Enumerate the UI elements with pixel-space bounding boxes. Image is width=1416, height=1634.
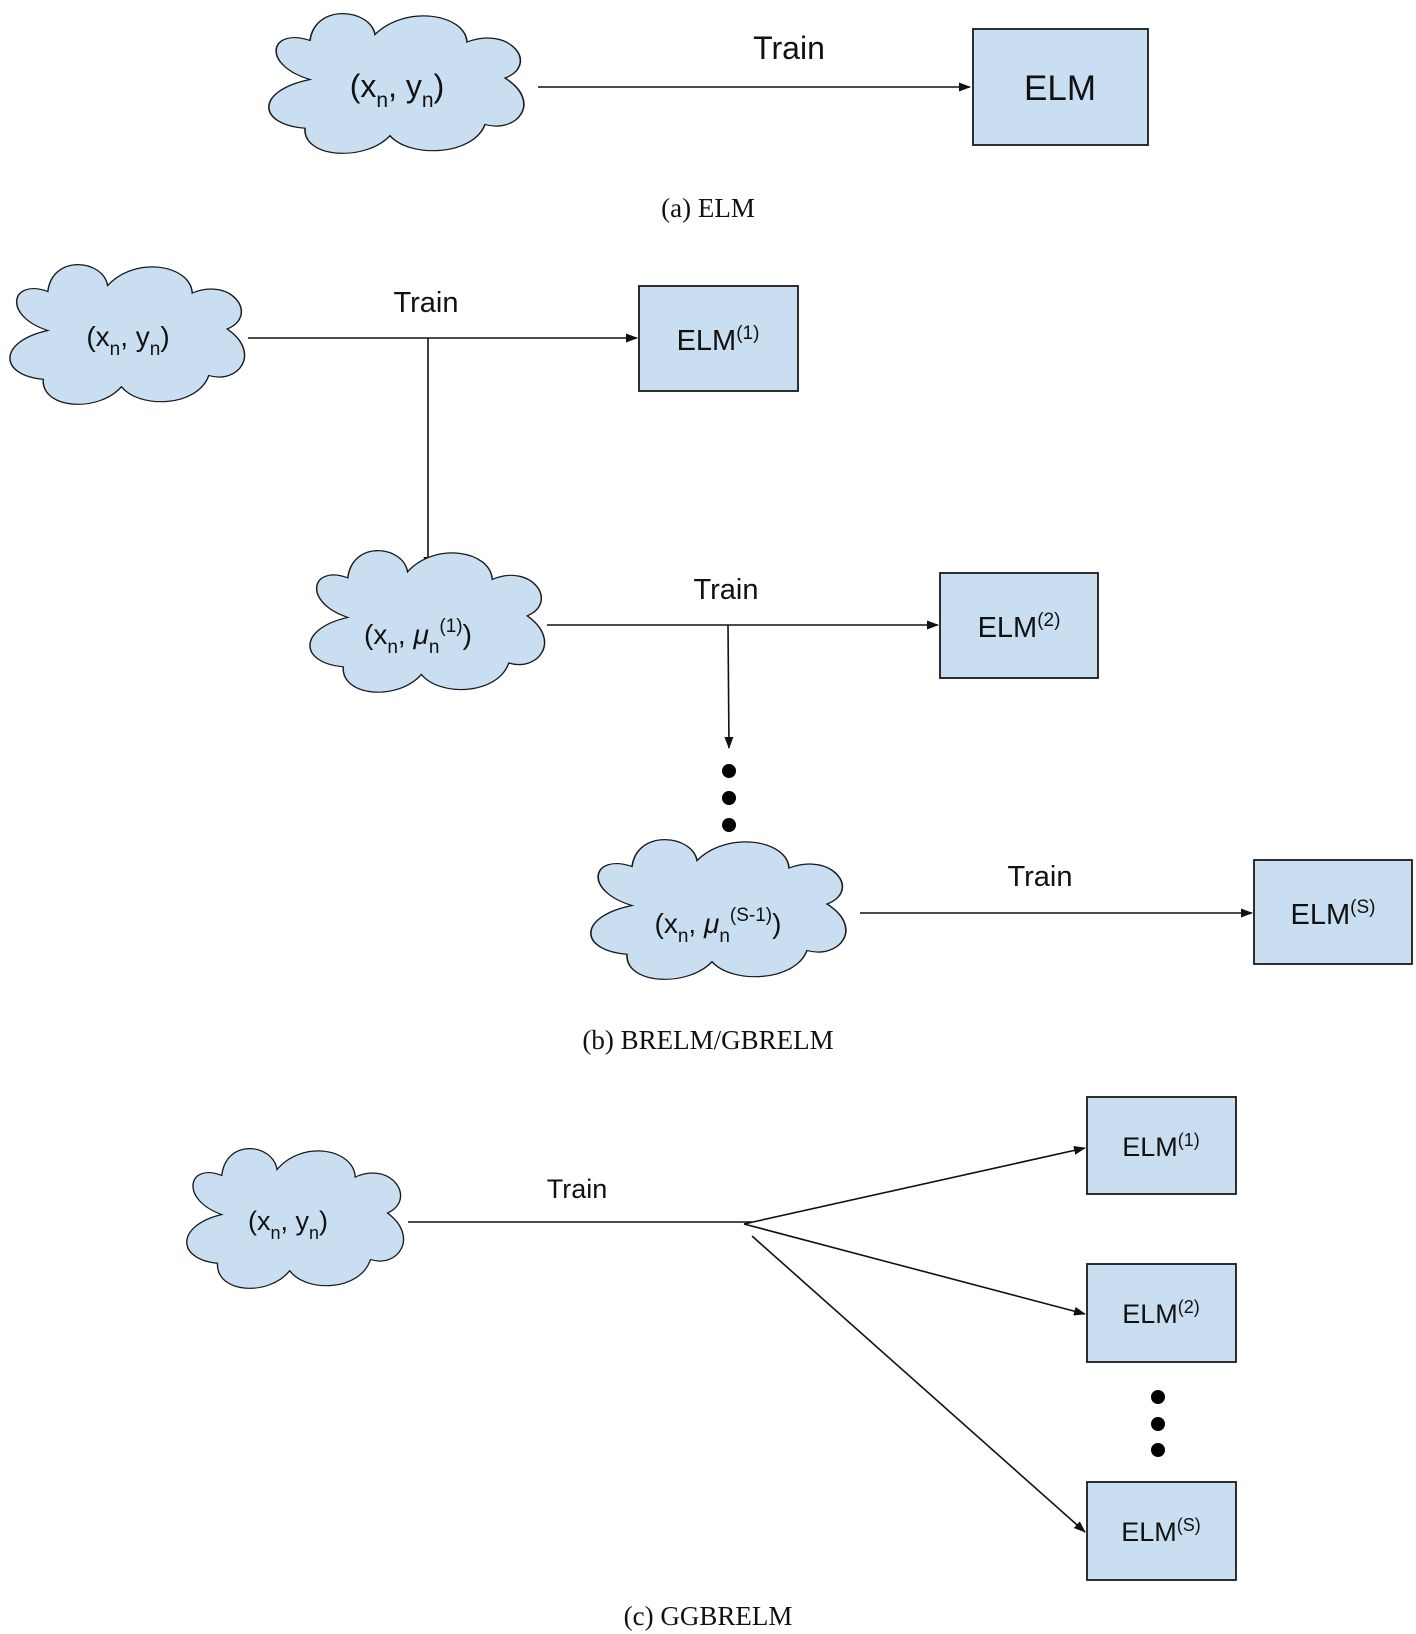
panel-b-elm-s-label: ELM(S) — [1291, 897, 1376, 931]
panel-c-ellipsis-dot — [1151, 1417, 1165, 1431]
panel-c: (xn, yn) Train ELM(1) ELM(2) ELM(S) (c) … — [186, 1096, 1237, 1631]
panel-a-source-label: (xn, yn) — [350, 68, 444, 112]
panel-b-stage2-label: (xn, μn(1)) — [364, 616, 472, 658]
panel-c-elm-2-box — [1086, 1263, 1237, 1363]
panel-b-caption: (b) BRELM/GBRELM — [582, 1025, 833, 1055]
panel-b-ellipsis-dot — [722, 791, 736, 805]
panel-c-source-label: (xn, yn) — [248, 1206, 328, 1243]
panel-b: (xn, yn) Train ELM(1) (xn, μn(1)) Train … — [9, 263, 1413, 1055]
panel-b-stage-s-label: (xn, μn(S-1)) — [655, 905, 782, 947]
panel-a-caption: (a) ELM — [661, 193, 755, 223]
panel-b-ellipsis-dot — [722, 764, 736, 778]
panel-c-elm-s-label: ELM(S) — [1121, 1515, 1201, 1547]
panel-c-fan-arrow-s — [751, 1235, 1086, 1533]
panel-b-elm-2-label: ELM(2) — [978, 610, 1061, 644]
panel-b-train-label-2: Train — [694, 574, 759, 606]
panel-b-down-arrow-2 — [724, 624, 734, 749]
panel-c-ellipsis-dot — [1151, 1390, 1165, 1404]
panel-c-ellipsis-dot — [1151, 1443, 1165, 1457]
panel-a-elm-label: ELM — [1024, 69, 1096, 108]
panel-b-elm-2-box — [939, 572, 1099, 679]
panel-c-elm-1-box — [1086, 1096, 1237, 1195]
panel-b-source-label: (xn, yn) — [86, 321, 169, 360]
panel-c-caption: (c) GGBRELM — [624, 1601, 793, 1631]
panel-b-train-label-1: Train — [394, 287, 459, 319]
panel-c-fan-arrow-1 — [743, 1146, 1086, 1225]
panel-b-train-label-s: Train — [1008, 861, 1073, 893]
panel-a: (xn, yn) Train ELM (a) ELM — [268, 12, 1149, 223]
panel-c-elm-s-box — [1086, 1481, 1237, 1581]
panel-b-elm-1-label: ELM(1) — [677, 323, 760, 357]
panel-a-train-label: Train — [753, 30, 825, 66]
panel-c-fan-arrow-2 — [743, 1223, 1086, 1316]
panel-b-elm-1-box — [638, 285, 799, 392]
panel-a-elm-box — [972, 28, 1149, 146]
panel-c-elm-1-label: ELM(1) — [1122, 1130, 1200, 1162]
panel-c-elm-2-label: ELM(2) — [1122, 1297, 1200, 1329]
panel-b-elm-s-box — [1253, 859, 1413, 965]
panel-b-ellipsis-dot — [722, 818, 736, 832]
panel-c-train-label: Train — [547, 1174, 608, 1204]
